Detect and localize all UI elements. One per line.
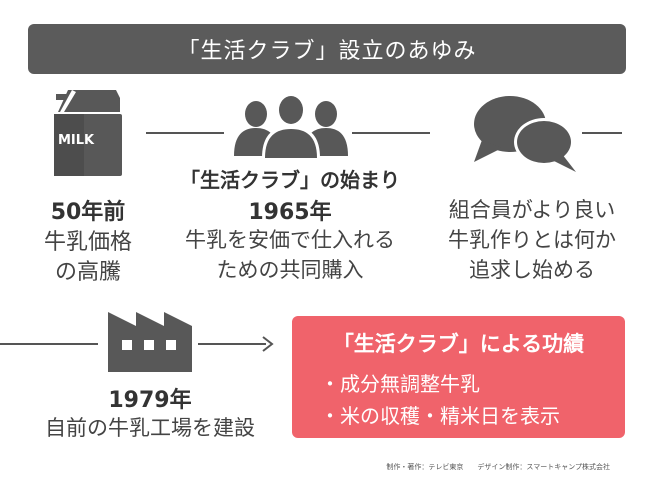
step3-line1: 組合員がより良い xyxy=(448,198,616,222)
milk-label: MILK xyxy=(58,133,95,148)
step2-line2: ための共同購入 xyxy=(216,258,364,282)
speech-bubbles-icon xyxy=(474,96,576,172)
achievements-box: 「生活クラブ」による功績 ・成分無調整牛乳 ・米の収穫・精米日を表示 xyxy=(292,316,625,438)
connector-line-4 xyxy=(0,343,98,345)
achievement-item: ・米の収穫・精米日を表示 xyxy=(320,404,560,428)
step4-year: 1979年 xyxy=(108,388,192,413)
banner-title: 「生活クラブ」設立のあゆみ xyxy=(177,39,477,64)
step3-line3: 追求し始める xyxy=(469,258,595,282)
step3-line2: 牛乳作りとは何か xyxy=(448,228,616,252)
achievements-title: 「生活クラブ」による功績 xyxy=(332,332,585,356)
credit-text: 制作・著作：テレビ東京 デザイン制作：スマートキャンプ株式会社 xyxy=(386,463,610,471)
connector-line-5 xyxy=(198,343,266,345)
connector-line-1 xyxy=(146,132,224,134)
step1-heading: 50年前 xyxy=(50,200,126,225)
milk-carton-icon: MILK xyxy=(54,90,122,176)
achievement-item: ・成分無調整牛乳 xyxy=(320,372,480,396)
step1-line2: の高騰 xyxy=(54,260,121,285)
arrow-head-icon xyxy=(262,336,274,352)
title-banner: 「生活クラブ」設立のあゆみ xyxy=(28,24,626,74)
step2-line1: 牛乳を安価で仕入れる xyxy=(185,228,395,252)
connector-line-2 xyxy=(352,132,430,134)
step2-title: 「生活クラブ」の始まり xyxy=(180,168,400,192)
people-group-icon xyxy=(234,94,348,158)
step4-line1: 自前の牛乳工場を建設 xyxy=(45,416,255,440)
step1-line1: 牛乳価格 xyxy=(43,230,132,255)
factory-icon xyxy=(108,312,192,372)
connector-line-3 xyxy=(582,132,622,134)
step2-year: 1965年 xyxy=(248,200,332,225)
